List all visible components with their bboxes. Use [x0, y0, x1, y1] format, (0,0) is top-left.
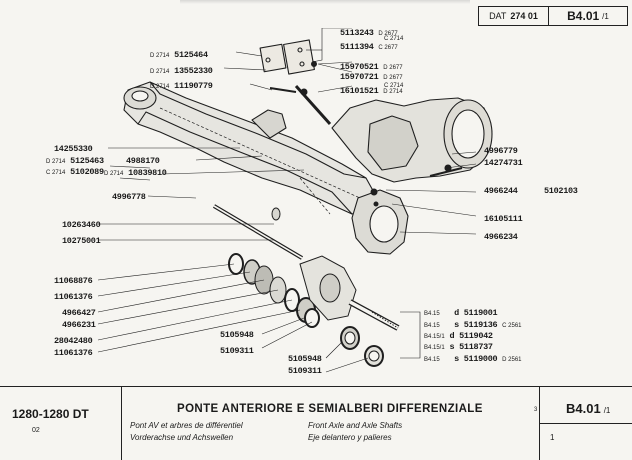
- page-number: 1: [550, 433, 555, 442]
- description-cell: PONTE ANTERIORE E SEMIALBERI DIFFERENZIA…: [122, 387, 540, 460]
- part-label-4996778: 4996778: [112, 192, 146, 202]
- part-label-16101521: 16101521 D 2714: [340, 86, 403, 96]
- part-label-5109311-upper: 5109311: [220, 346, 254, 356]
- variant-row-5: B4.15 s 5119000 D 2561: [424, 354, 522, 364]
- part-label-13552330: D 2714 13552330: [150, 66, 213, 76]
- reference-header-box: DAT 274 01 B4.01 /1: [478, 6, 628, 26]
- part-label-15970521: 15970521 D 2677: [340, 62, 403, 72]
- part-code2-15970721: C 2714: [384, 83, 404, 89]
- part-label-5109311-lower: 5109311: [288, 366, 322, 376]
- variant-row-4: B4.15/1 s 5118737: [424, 342, 493, 352]
- part-label-4966231: 4966231: [62, 320, 96, 330]
- model-sub: 02: [32, 427, 40, 434]
- variant-row-3: B4.15/1 d 5119042: [424, 331, 493, 341]
- part-label-5105948-upper: 5105948: [220, 330, 254, 340]
- desc-fr: Pont AV et arbres de différentiel: [130, 421, 243, 430]
- part-label-5105948-lower: 5105948: [288, 354, 322, 364]
- section-title: PONTE ANTERIORE E SEMIALBERI DIFFERENZIA…: [177, 403, 483, 415]
- hidden-lines: [159, 107, 361, 215]
- part-label-15970721: 15970721 D 2677: [340, 72, 403, 82]
- part-label-10839810: D 2714 10839810: [104, 168, 167, 178]
- footer-ref-sub: /1: [603, 406, 611, 415]
- desc-en: Front Axle and Axle Shafts: [308, 421, 403, 430]
- axle-shaft-assembly: [212, 61, 400, 367]
- dat-value: 274 01: [510, 11, 538, 21]
- part-label-4996779: 4996779: [484, 146, 518, 156]
- part-label-11190779: D 2714 11190779: [150, 81, 213, 91]
- reference-cell: B4.01/1 1: [540, 387, 632, 460]
- part-label-16105111: 16105111: [484, 214, 523, 224]
- part-label-4988170: 4988170: [126, 156, 160, 166]
- dat-cell: DAT 274 01: [479, 7, 549, 25]
- part-label-10275001: 10275001: [62, 236, 101, 246]
- part-label-4966234: 4966234: [484, 232, 518, 242]
- header-ref-sub: /1: [602, 11, 609, 21]
- part-label-11061376-lower: 11061376: [54, 348, 93, 358]
- header-reference: B4.01 /1: [549, 9, 627, 23]
- title-block: 1280-1280 DT 02 PONTE ANTERIORE E SEMIAL…: [0, 386, 632, 460]
- part-label-11061376-upper: 11061376: [54, 292, 93, 302]
- desc-de: Vorderachse und Achswellen: [130, 433, 234, 442]
- cropped-title-remnant: [180, 0, 470, 4]
- part-label-5125464: D 2714 5125464: [150, 50, 208, 60]
- model-name: 1280-1280 DT: [12, 407, 89, 421]
- leader-lines: [97, 28, 477, 373]
- footer-ref: B4.01/1: [566, 401, 610, 416]
- part-label-28042480: 28042480: [54, 336, 93, 346]
- dat-label: DAT: [489, 11, 507, 21]
- part-label-5102103: 5102103: [544, 186, 578, 196]
- variant-row-1: B4.15 d 5119001: [424, 308, 498, 318]
- part-label-14274731: 14274731: [484, 158, 523, 168]
- axle-housing: [123, 39, 493, 255]
- part-label-4966244: 4966244: [484, 186, 518, 196]
- model-cell: 1280-1280 DT 02: [0, 387, 122, 460]
- part-label-5113243: 5113243 D 2677: [340, 28, 398, 38]
- ref-divider: [540, 423, 632, 424]
- variant-row-2: B4.15 s 5119136 C 2561: [424, 320, 522, 330]
- part-label-4966427: 4966427: [62, 308, 96, 318]
- header-ref-code: B4.01: [567, 9, 600, 23]
- part-label-5102089: C 2714 5102089: [46, 167, 104, 177]
- desc-es: Eje delantero y palieres: [308, 433, 392, 442]
- part-label-5111394: 5111394 C 2677: [340, 42, 398, 52]
- part-code2-5113243: C 2714: [384, 36, 404, 42]
- small-mark: 3: [534, 407, 538, 413]
- part-label-14255330: 14255330: [54, 144, 93, 154]
- exploded-axle-drawing: [97, 28, 493, 373]
- part-label-5125463: D 2714 5125463: [46, 156, 104, 166]
- footer-ref-code: B4.01: [566, 401, 601, 416]
- part-label-10263460: 10263460: [62, 220, 101, 230]
- part-label-11068876: 11068876: [54, 276, 93, 286]
